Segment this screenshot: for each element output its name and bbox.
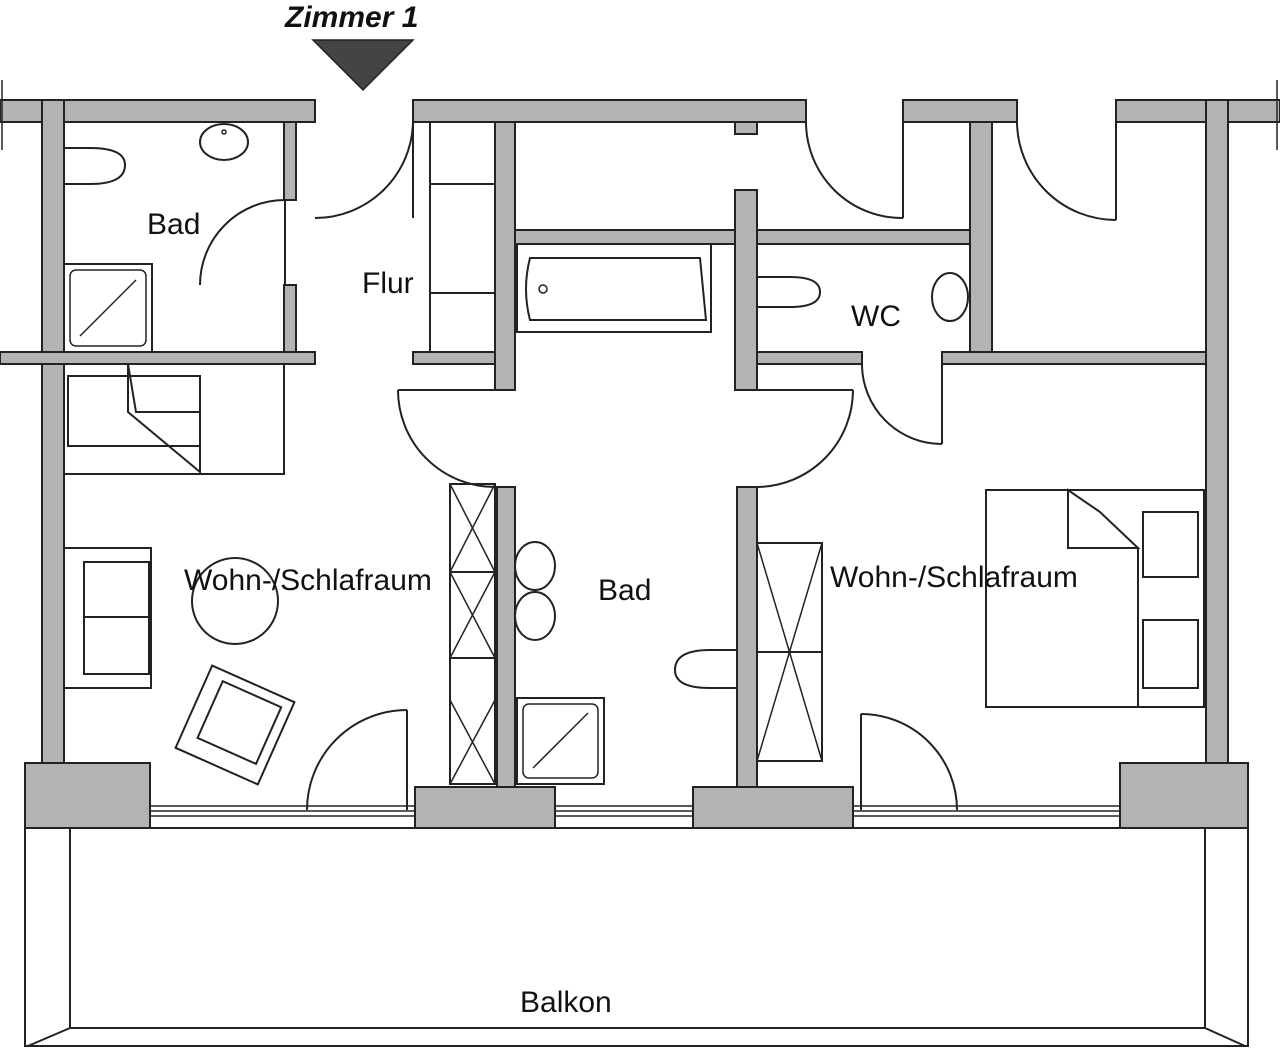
windows [149, 805, 1121, 817]
balcony [24, 827, 1249, 1047]
plan-title: Zimmer 1 [284, 1, 418, 34]
room-label-bad-center: Bad [598, 574, 651, 607]
edge-marks [1, 80, 1278, 150]
walls [0, 99, 1280, 829]
entrance-arrow-icon [311, 39, 415, 92]
furniture [63, 121, 1205, 786]
room-label-flur: Flur [362, 267, 414, 300]
room-label-bad-small: Bad [147, 208, 200, 241]
room-label-balkon: Balkon [520, 986, 612, 1019]
room-label-wc: WC [851, 300, 901, 333]
room-label-wohn-left: Wohn-/Schlafraum [184, 564, 432, 597]
room-label-wohn-right: Wohn-/Schlafraum [830, 561, 1078, 594]
doors [199, 121, 1117, 811]
